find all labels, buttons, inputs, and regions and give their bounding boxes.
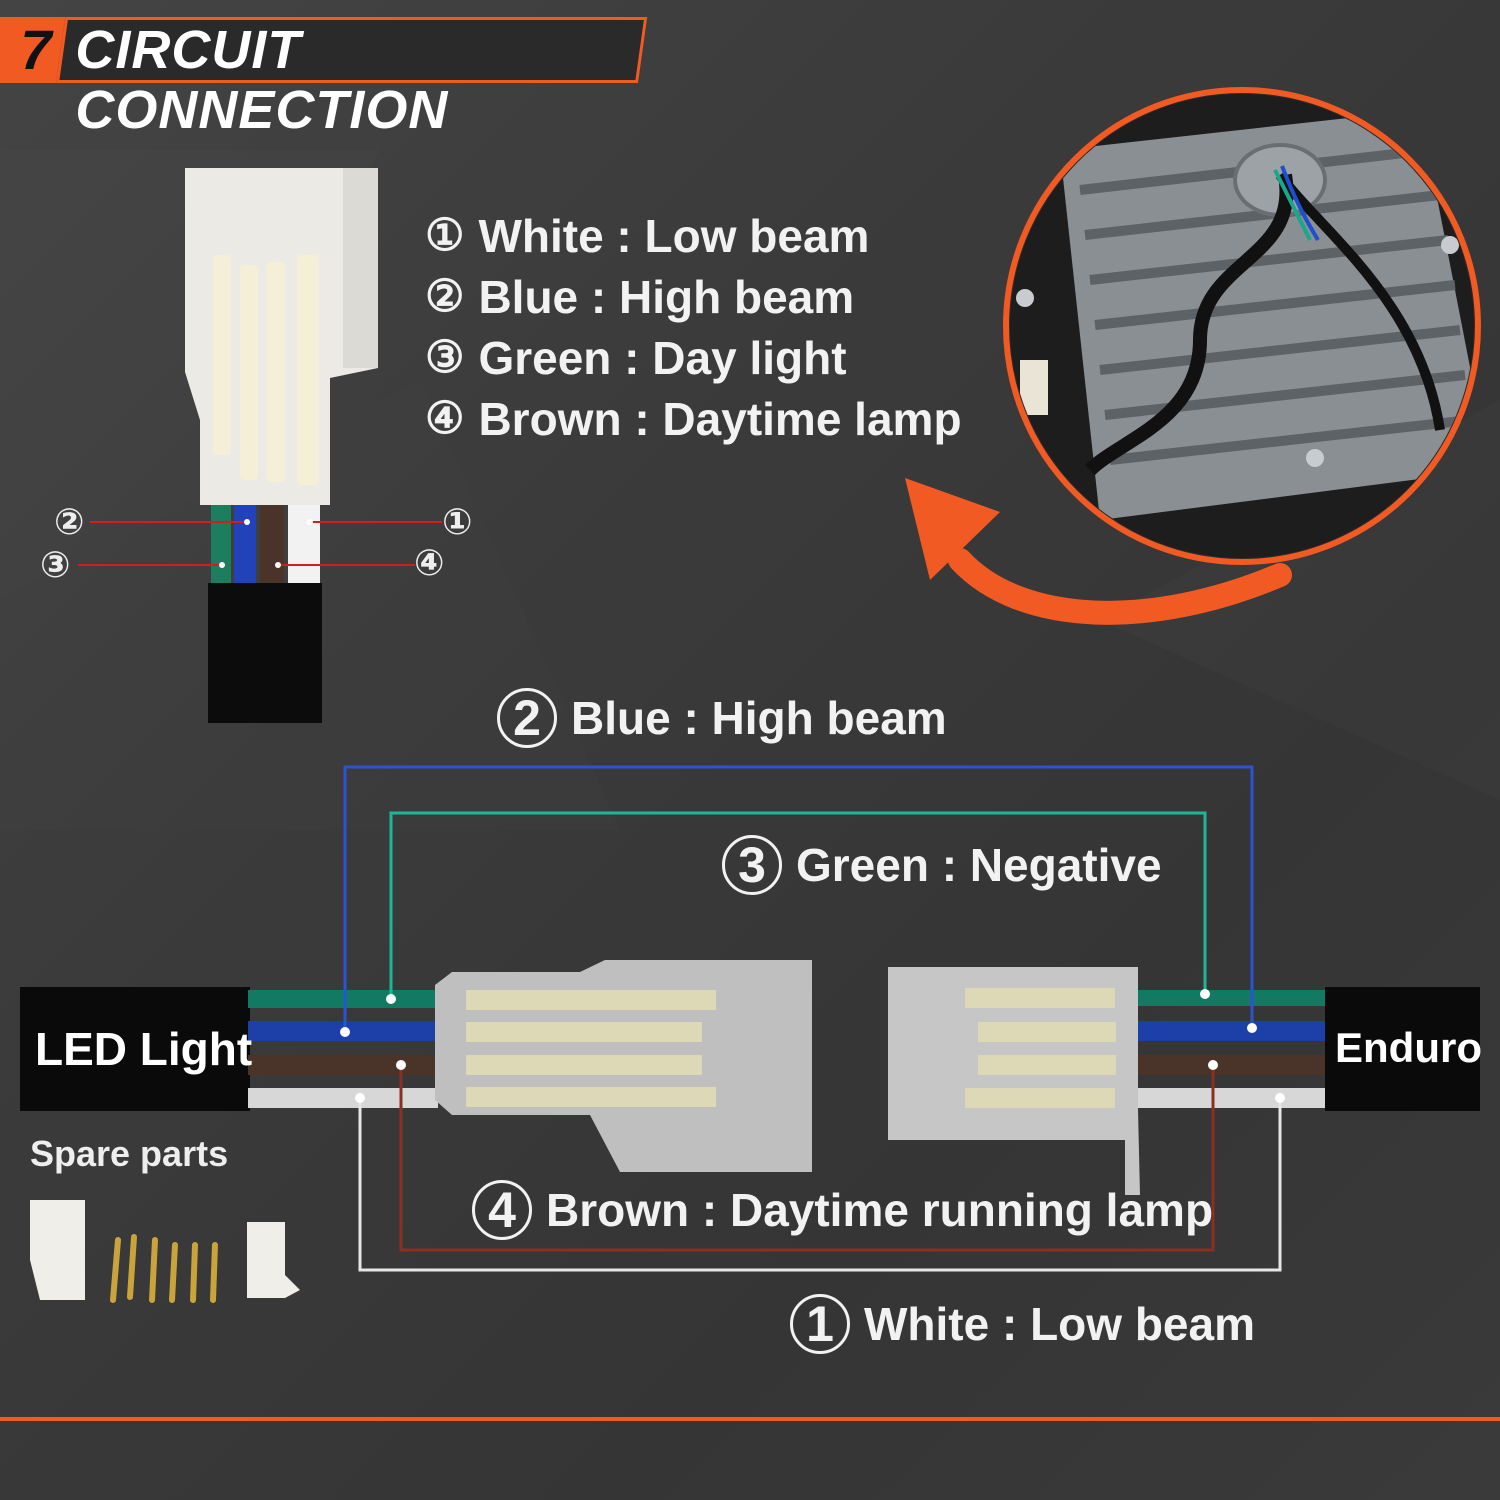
label-text: Green : Negative xyxy=(796,839,1162,891)
blue-line xyxy=(343,765,1254,1032)
legend-text: White : Low beam xyxy=(478,209,870,262)
callout-4: ④ xyxy=(414,543,445,584)
legend-text: Brown : Daytime lamp xyxy=(478,392,962,445)
legend-text: Blue : High beam xyxy=(478,270,855,323)
legend-marker: ③ xyxy=(425,333,465,382)
plug-callout-lines xyxy=(78,519,442,568)
led-light-label: LED Light xyxy=(35,1023,253,1075)
legend-item: ② Blue : High beam xyxy=(425,266,962,327)
label-brown-drl: 4 Brown : Daytime running lamp xyxy=(472,1180,1213,1240)
number-badge: 4 xyxy=(472,1180,532,1240)
headlight-photo xyxy=(1003,87,1481,565)
legend-marker: ① xyxy=(425,211,465,260)
white-line xyxy=(358,1098,1282,1272)
callout-2: ② xyxy=(54,502,85,543)
section-title: 7 CIRCUIT CONNECTION xyxy=(0,17,648,140)
connection-lines xyxy=(343,765,1282,1272)
number-badge: 3 xyxy=(722,835,782,895)
label-text: Blue : High beam xyxy=(571,692,947,744)
connector-male xyxy=(435,960,812,1172)
enduro-label: Enduro xyxy=(1335,1024,1482,1071)
orange-arrow xyxy=(905,478,1292,625)
label-blue-high-beam: 2 Blue : High beam xyxy=(497,688,947,748)
legend-item: ③ Green : Day light xyxy=(425,327,962,388)
legend-item: ① White : Low beam xyxy=(425,205,962,266)
callout-1: ① xyxy=(442,502,473,543)
brown-line xyxy=(399,1065,1215,1252)
label-white-low-beam: 1 White : Low beam xyxy=(790,1294,1255,1354)
label-text: White : Low beam xyxy=(864,1298,1255,1350)
plug-connector-top xyxy=(185,168,378,723)
number-badge: 2 xyxy=(497,688,557,748)
connector-female xyxy=(888,967,1140,1195)
spare-parts-label: Spare parts xyxy=(30,1133,229,1174)
number-badge: 1 xyxy=(790,1294,850,1354)
legend-marker: ② xyxy=(425,272,465,321)
legend-text: Green : Day light xyxy=(478,331,847,384)
callout-3: ③ xyxy=(40,545,71,586)
connection-dots xyxy=(340,989,1285,1103)
spare-parts-image xyxy=(30,1200,300,1303)
section-title-text: CIRCUIT CONNECTION xyxy=(75,20,449,140)
green-line xyxy=(389,811,1207,999)
cable-right xyxy=(1138,987,1480,1111)
label-text: Brown : Daytime running lamp xyxy=(546,1184,1214,1236)
legend-marker: ④ xyxy=(425,394,465,443)
label-green-negative: 3 Green : Negative xyxy=(722,835,1162,895)
legend-item: ④ Brown : Daytime lamp xyxy=(425,388,962,449)
bottom-divider xyxy=(0,1417,1500,1421)
wire-legend: ① White : Low beam ② Blue : High beam ③ Gre… xyxy=(425,205,962,449)
